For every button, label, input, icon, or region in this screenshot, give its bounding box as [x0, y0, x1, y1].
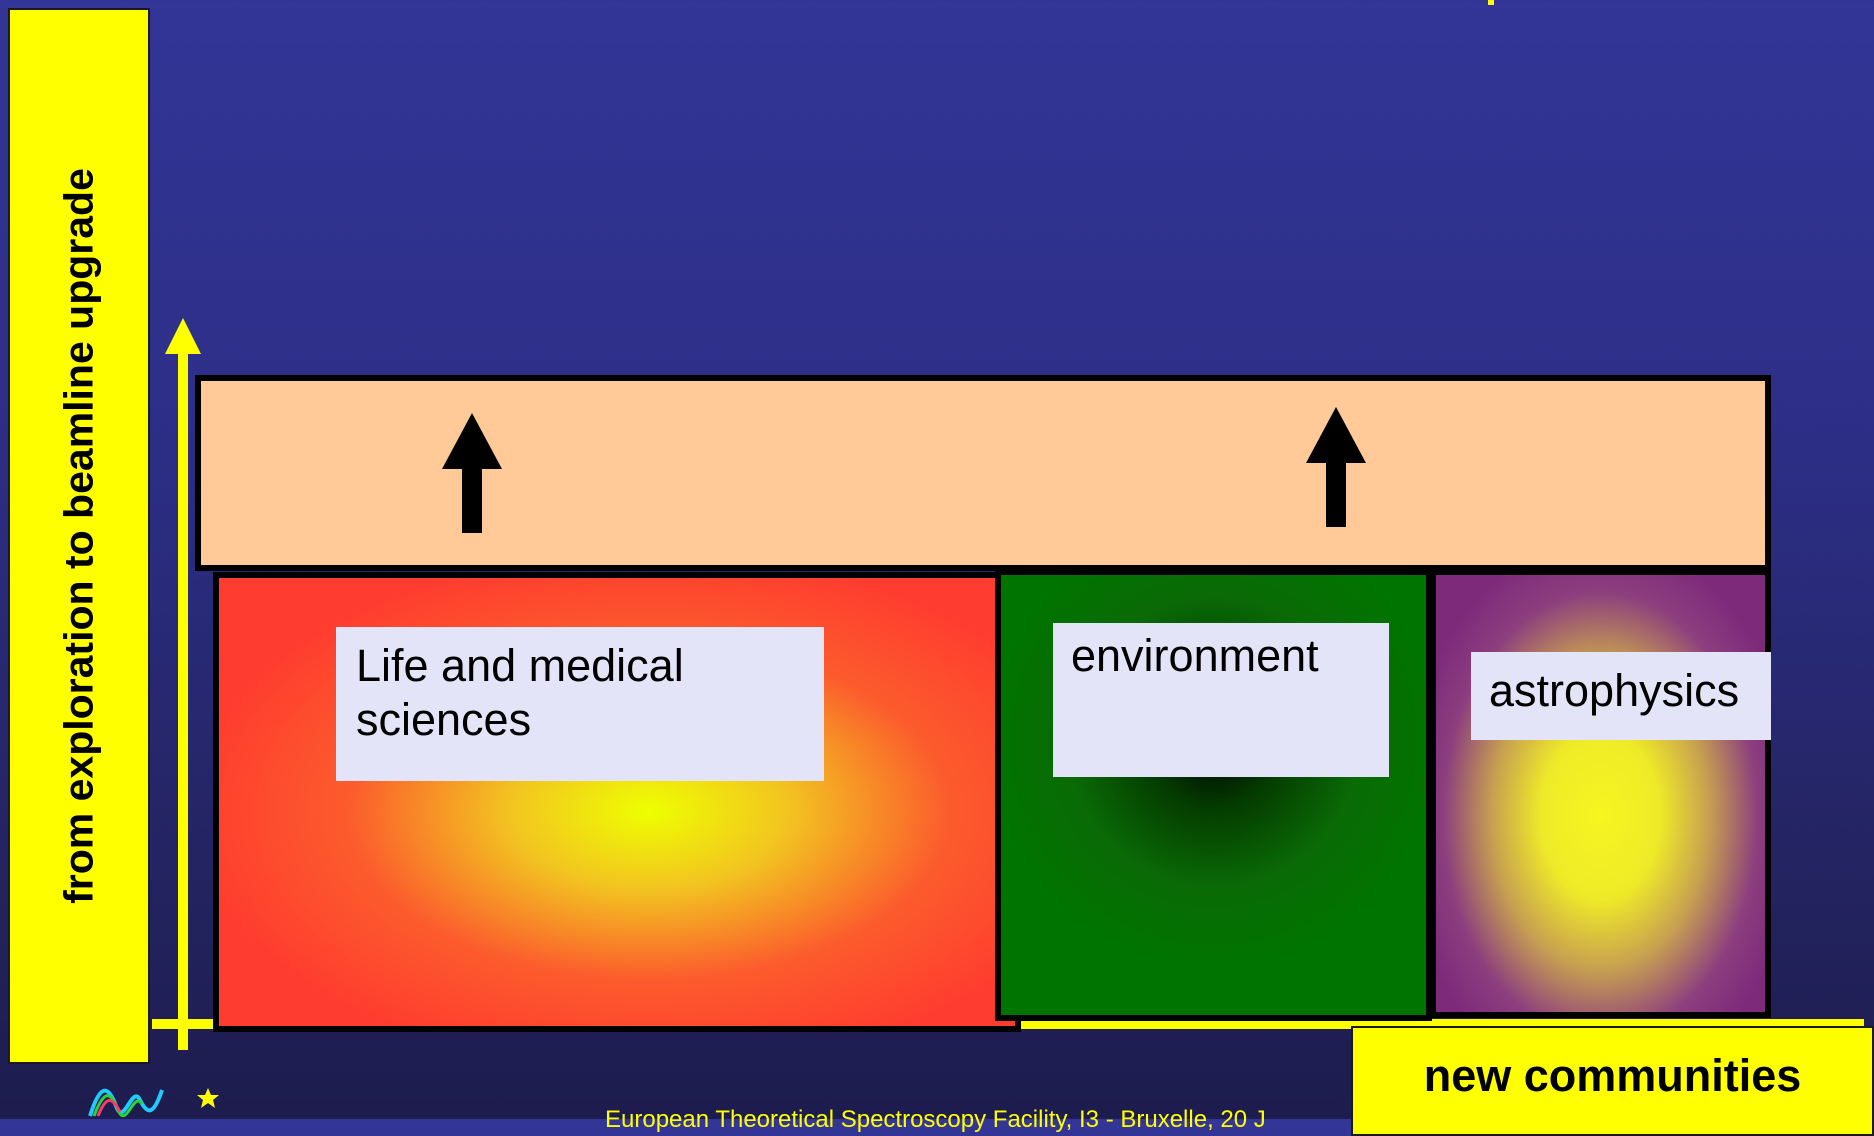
footer-text: European Theoretical Spectroscopy Facili… — [605, 1106, 1266, 1133]
vertical-axis — [178, 350, 188, 1050]
x-axis-label: new communities — [1423, 1050, 1802, 1101]
logo-icon — [88, 1088, 219, 1118]
life-sciences-label: Life and medical sciences — [336, 627, 824, 781]
life-sciences-label-line2: sciences — [356, 694, 532, 745]
y-axis-label-box — [8, 8, 150, 1064]
vertical-axis-arrowhead-icon — [165, 318, 201, 354]
axis-origin-tick — [166, 1020, 206, 1028]
life-sciences-box: Life and medical sciences — [213, 572, 1021, 1032]
y-axis-label: from exploration to beamline upgrade — [55, 168, 102, 904]
life-sciences-label-line1: Life and medical — [356, 640, 684, 691]
astrophysics-box: astrophysics — [1430, 569, 1771, 1018]
astrophysics-label: astrophysics — [1471, 652, 1771, 740]
x-axis-label-box: new communities — [1351, 1026, 1874, 1136]
environment-label-text: environment — [1071, 630, 1319, 681]
environment-box: environment — [995, 569, 1432, 1021]
environment-label: environment — [1053, 623, 1389, 777]
beamline-upgrade-band — [195, 375, 1771, 571]
title-fragment-mark — [1488, 0, 1494, 5]
astrophysics-label-text: astrophysics — [1489, 665, 1740, 716]
up-arrow-icon — [1306, 407, 1366, 527]
up-arrow-icon — [442, 413, 502, 533]
